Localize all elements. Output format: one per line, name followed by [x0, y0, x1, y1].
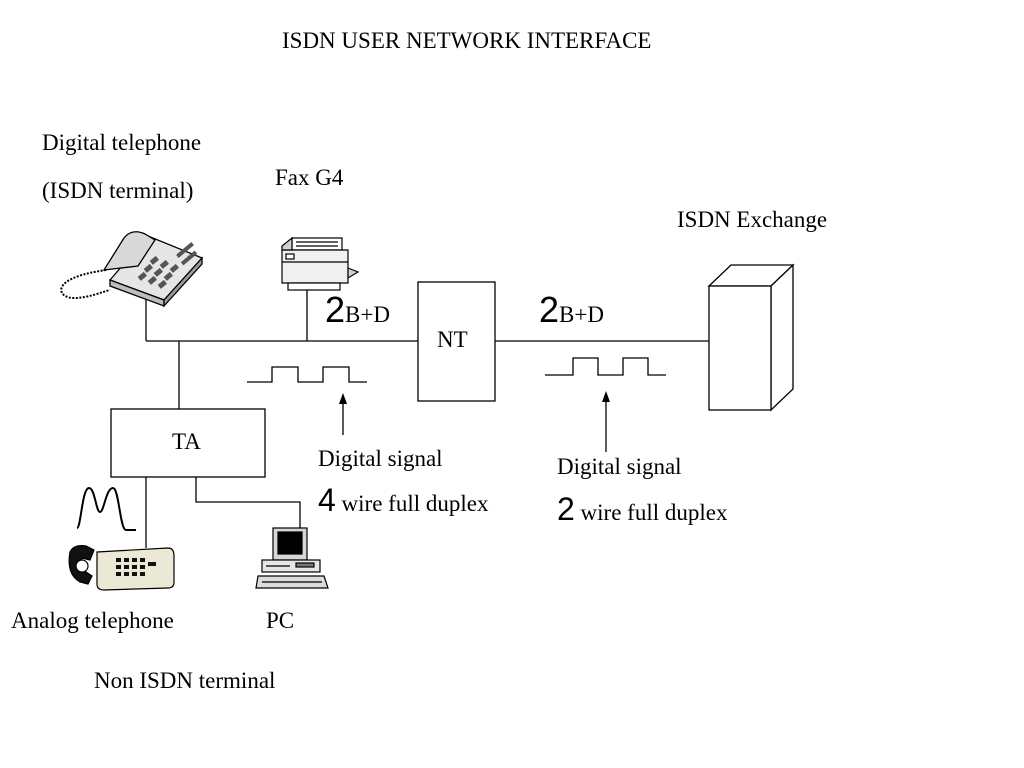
right-channel-label: 2B+D	[539, 292, 604, 328]
exchange-label: ISDN Exchange	[677, 207, 828, 232]
fax-label: Fax G4	[275, 165, 344, 190]
left-signal-label: Digital signal	[318, 446, 443, 471]
left-arrow	[339, 393, 347, 435]
digital-telephone-icon	[60, 231, 204, 308]
left-channel-suffix: B+D	[345, 302, 390, 327]
right-square-wave	[545, 357, 666, 376]
left-channel-label: 2B+D	[325, 292, 390, 328]
right-channel-suffix: B+D	[559, 302, 604, 327]
diagram-title: ISDN USER NETWORK INTERFACE	[282, 28, 652, 53]
left-square-wave	[247, 366, 367, 383]
left-wire-number: 4	[318, 482, 336, 518]
analog-wave-icon	[76, 486, 136, 531]
nt-box	[417, 281, 496, 402]
isdn-terminal-label: (ISDN terminal)	[42, 178, 194, 203]
analog-telephone-icon	[68, 545, 175, 591]
nt-label: NT	[437, 327, 468, 352]
right-arrow	[602, 391, 610, 452]
fax-icon	[281, 236, 360, 291]
pc-icon	[255, 527, 329, 589]
ta-box	[110, 408, 266, 478]
digital-telephone-label: Digital telephone	[42, 130, 202, 155]
left-channel-number: 2	[325, 289, 346, 330]
pc-line	[195, 477, 301, 528]
non-isdn-terminal-label: Non ISDN terminal	[94, 668, 276, 693]
right-signal-label: Digital signal	[557, 454, 682, 479]
left-wire-text: wire full duplex	[341, 491, 489, 516]
analog-telephone-label: Analog telephone	[11, 608, 174, 633]
right-wire-label: 2 wire full duplex	[557, 493, 727, 525]
right-wire-number: 2	[557, 491, 575, 527]
right-channel-number: 2	[539, 289, 560, 330]
right-wire-text: wire full duplex	[580, 500, 728, 525]
exchange-cabinet	[707, 263, 795, 412]
left-wire-label: 4 wire full duplex	[318, 484, 488, 516]
pc-label: PC	[266, 608, 295, 633]
ta-label: TA	[172, 429, 201, 454]
